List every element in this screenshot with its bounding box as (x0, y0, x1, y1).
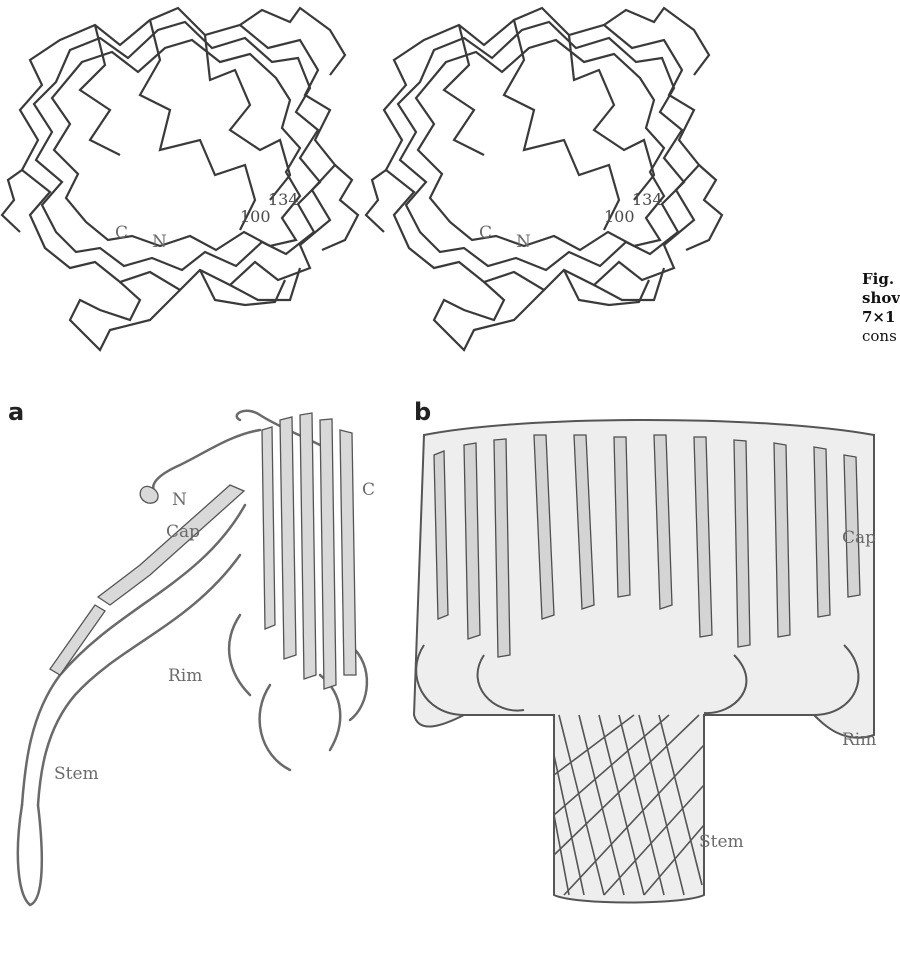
label-n: N (152, 232, 167, 252)
trace-inner-6 (366, 170, 386, 232)
trace-inner-1 (504, 20, 619, 230)
label-c: C (115, 223, 128, 243)
trace-ring-1 (384, 8, 699, 290)
label-n: N (516, 232, 531, 252)
rim-loop-1 (229, 615, 250, 695)
cap-strand-1 (262, 427, 275, 629)
label-c: C (362, 480, 375, 500)
cap-strand-4 (320, 419, 336, 689)
caption-line-2: shov (862, 289, 900, 308)
stem-strand-1 (22, 505, 245, 805)
cap-strand-2 (280, 417, 296, 659)
label-rim: Rim (168, 666, 202, 686)
trace-inner-5 (686, 165, 722, 250)
stem-loop (18, 805, 42, 905)
stem-ribbon (98, 485, 244, 605)
label-residue-134: 134 (632, 190, 663, 209)
cap-strand-3 (300, 413, 316, 679)
trace-inner-5 (322, 165, 358, 250)
caption-line-1: Fig. (862, 270, 900, 289)
cap-strand-5 (340, 430, 356, 675)
label-n: N (172, 490, 187, 510)
label-stem: Stem (699, 832, 744, 852)
n-terminal-coil (140, 486, 158, 503)
panel-a-ribbon: N C Cap Rim Stem (0, 375, 400, 915)
figure-caption-fragment: Fig. shov 7×1 cons (862, 270, 900, 346)
caption-line-3: 7×1 (862, 308, 900, 327)
trace-loop-bottom-3 (594, 268, 664, 300)
label-c: C (479, 223, 492, 243)
panel-a-letter: a (8, 398, 24, 426)
label-residue-134: 134 (268, 190, 299, 209)
n-arm (153, 430, 260, 493)
trace-ring-1 (20, 8, 335, 290)
stereo-trace-right: C N 100 134 (364, 0, 724, 370)
cap-body (414, 420, 874, 903)
label-residue-100: 100 (604, 207, 635, 226)
trace-loop-bottom-3 (230, 268, 300, 300)
rim-loop-2 (260, 685, 290, 770)
label-rim: Rim (842, 730, 876, 750)
trace-inner-1 (140, 20, 255, 230)
label-residue-100: 100 (240, 207, 271, 226)
panel-b-letter: b (414, 398, 431, 426)
trace-loop-bottom (70, 282, 180, 350)
caption-line-4: cons (862, 327, 900, 346)
trace-inner-6 (2, 170, 22, 232)
panel-b-ribbon: Cap Rim Stem (404, 415, 884, 915)
trace-loop-bottom (434, 282, 544, 350)
stereo-trace-left: C N 100 134 (0, 0, 360, 370)
label-stem: Stem (54, 764, 99, 784)
label-cap: Cap (166, 522, 200, 542)
label-cap: Cap (842, 528, 876, 548)
